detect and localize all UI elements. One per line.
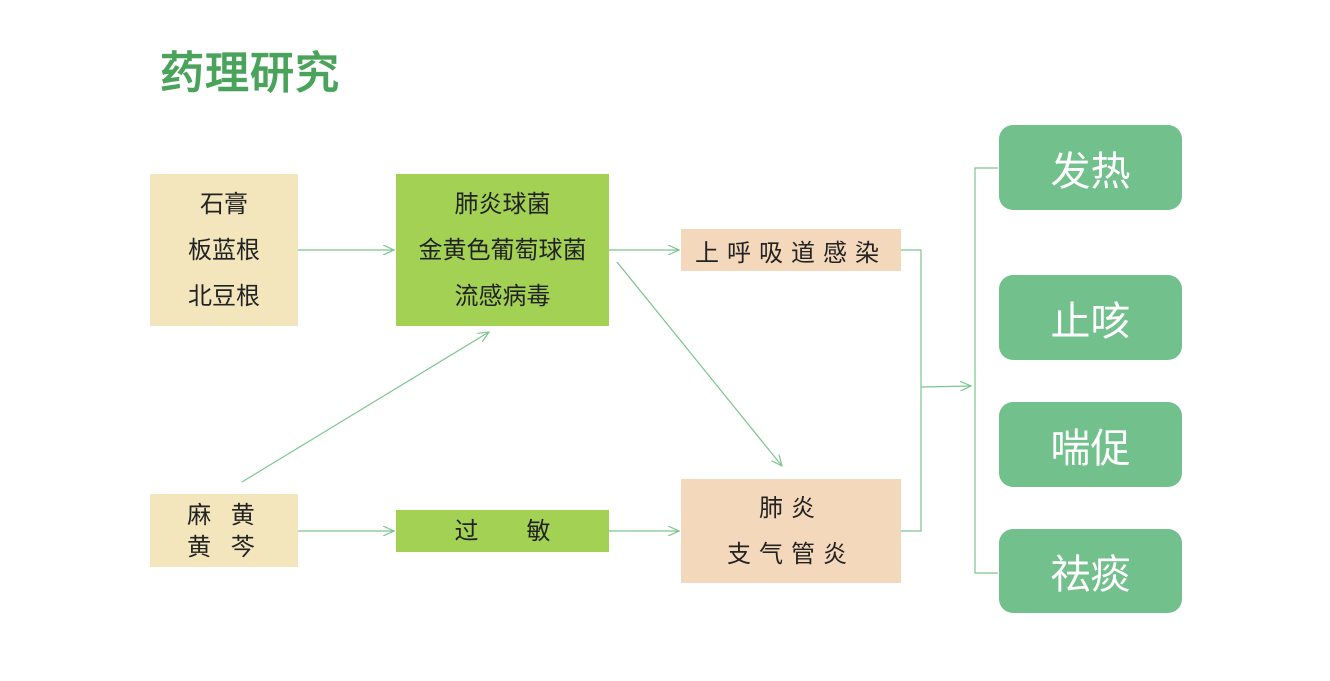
effect-cough: 止咳 <box>999 275 1182 360</box>
page-title: 药理研究 <box>160 48 340 99</box>
effect-asthma: 喘促 <box>999 402 1182 487</box>
allergy-box: 过 敏 <box>396 510 609 552</box>
pathogen-name: 肺炎球菌 <box>454 190 551 218</box>
effect-fever: 发热 <box>999 125 1182 210</box>
disease-name: 上呼吸道感染 <box>695 238 887 267</box>
pathogen-box: 肺炎球菌 金黄色葡萄球菌 流感病毒 <box>396 174 609 326</box>
herb-box-top: 石膏 板蓝根 北豆根 <box>150 174 298 326</box>
pneumonia-bronchitis-box: 肺炎 支气管炎 <box>681 479 901 583</box>
herb-name: 麻 黄 <box>187 500 261 529</box>
herb-name: 北豆根 <box>188 282 260 310</box>
bracket-effects <box>974 167 998 574</box>
herb-name: 石膏 <box>200 190 248 218</box>
herb-name: 板蓝根 <box>188 236 260 264</box>
effect-phlegm: 祛痰 <box>999 529 1182 613</box>
arrow-diseases-to-effects <box>920 386 971 387</box>
allergy-label: 过 敏 <box>454 517 551 545</box>
herb-box-bottom: 麻 黄 黄 芩 <box>150 494 298 567</box>
pathogen-name: 金黄色葡萄球菌 <box>418 236 587 264</box>
arrow-pathogens-to-pneumonia <box>616 261 782 466</box>
disease-name: 肺炎 <box>759 494 823 522</box>
bracket-diseases <box>901 249 922 532</box>
pathogen-name: 流感病毒 <box>454 282 551 310</box>
arrow-mahuang-to-pathogens <box>241 332 489 483</box>
disease-name: 支气管炎 <box>727 540 855 568</box>
herb-name: 黄 芩 <box>187 532 261 561</box>
upper-respiratory-infection-box: 上呼吸道感染 <box>681 229 901 271</box>
